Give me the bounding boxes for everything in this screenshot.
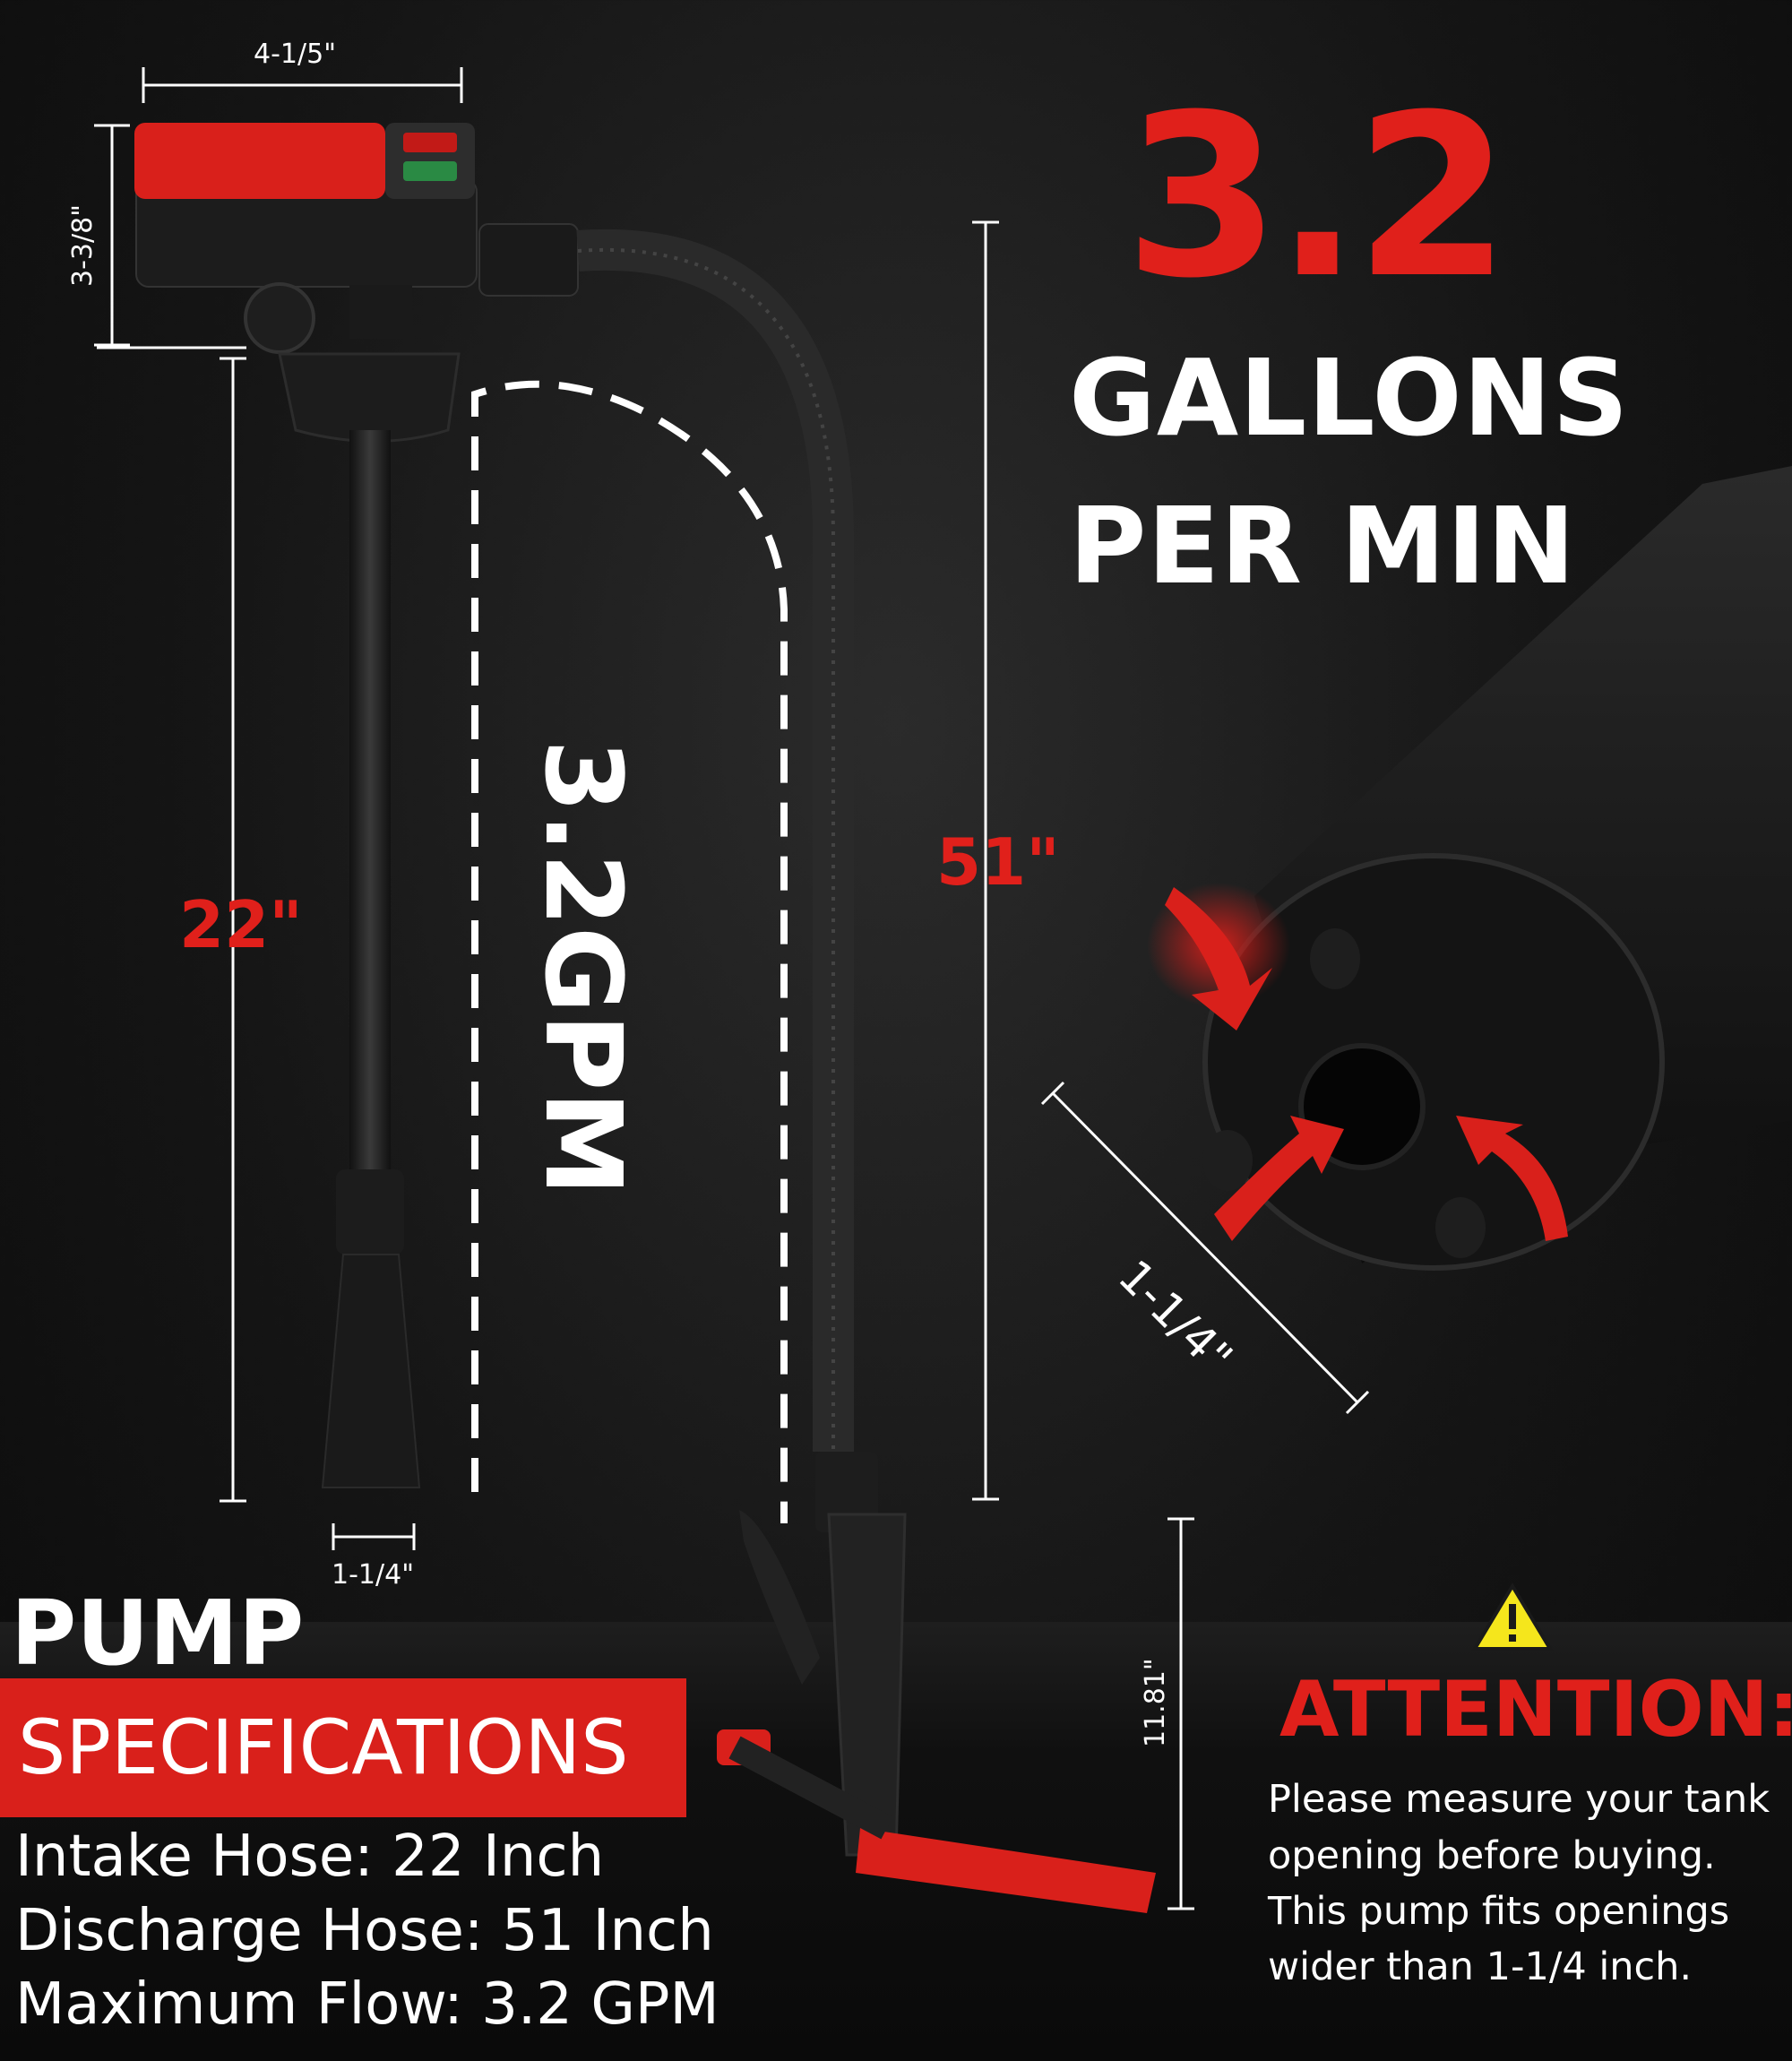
attention-line-4: wider than 1-1/4 inch. xyxy=(1268,1945,1693,1989)
dim-intake-diameter: 1-1/4" xyxy=(332,1559,414,1591)
attention-line-2: opening before buying. xyxy=(1268,1833,1716,1878)
spec-line-discharge: Discharge Hose: 51 Inch xyxy=(15,1898,714,1964)
dim-pump-height: 3-3/8" xyxy=(67,204,99,287)
nozzle xyxy=(717,1452,1156,1913)
tip-closeup xyxy=(1147,466,1792,1271)
pump-head xyxy=(134,123,579,443)
dim-intake-length: 22" xyxy=(179,887,303,962)
flow-path-dashed xyxy=(471,380,788,1523)
headline-value: 3.2 xyxy=(1124,66,1511,327)
dim-discharge-length: 51" xyxy=(936,824,1060,900)
dim-pump-width: 4-1/5" xyxy=(254,39,336,70)
headline-per-min: PER MIN xyxy=(1069,484,1577,608)
dimension-lines xyxy=(94,67,1370,1910)
attention-line-1: Please measure your tank xyxy=(1268,1777,1770,1822)
spec-title: PUMP xyxy=(11,1581,305,1686)
attention-line-3: This pump fits openings xyxy=(1268,1889,1730,1934)
intake-hose xyxy=(321,430,421,1488)
dim-nozzle-height: 11.81" xyxy=(1140,1658,1171,1747)
spec-subtitle: SPECIFICATIONS xyxy=(18,1703,629,1791)
spec-line-flow: Maximum Flow: 3.2 GPM xyxy=(15,1971,719,2038)
attention-title: ATTENTION: xyxy=(1279,1665,1792,1755)
flow-vertical-label: 3.2GPM xyxy=(521,739,645,1196)
spec-line-intake: Intake Hose: 22 Inch xyxy=(15,1824,605,1890)
headline-gallons: GALLONS xyxy=(1069,336,1630,460)
warning-icon xyxy=(1471,1582,1554,1651)
spec-subtitle-bar: SPECIFICATIONS xyxy=(0,1678,686,1817)
